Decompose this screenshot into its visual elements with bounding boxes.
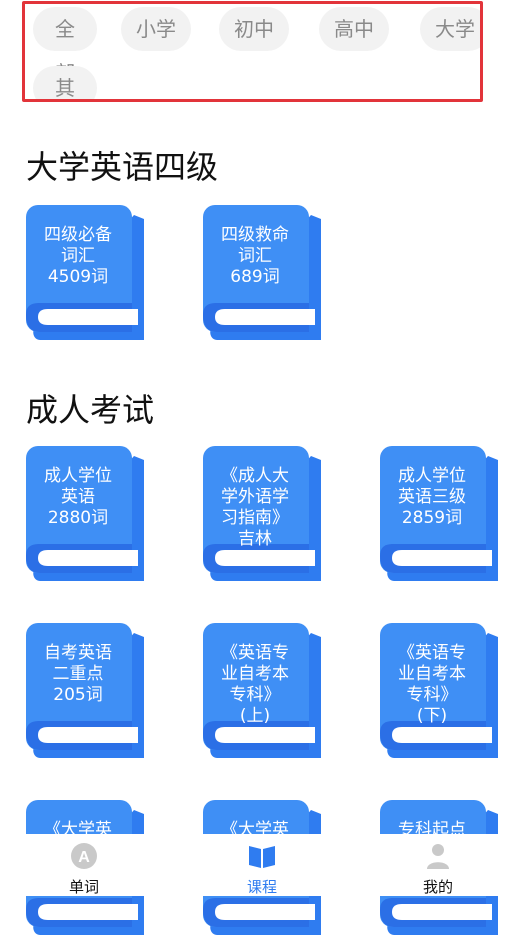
book-cover-icon [26, 623, 144, 758]
svg-text:A: A [78, 849, 90, 866]
tab-mine[interactable]: 我的 [388, 834, 488, 896]
book-card[interactable]: 成人学位 英语 2880词 [26, 446, 144, 581]
filter-chip-junior-high[interactable]: 初中 [219, 7, 289, 51]
book-title: 《英语专 业自考本 专科》 (上) 3952词 [221, 643, 289, 735]
book-cover-icon [203, 205, 321, 340]
book-card[interactable]: 《英语专 业自考本 专科》 (上) 3952词 [203, 623, 321, 758]
section-title-adult-exam: 成人考试 [26, 391, 155, 429]
book-card[interactable]: 四级必备 词汇 4509词 [26, 205, 144, 340]
section-title-cet4: 大学英语四级 [26, 148, 219, 186]
open-book-icon [249, 846, 275, 868]
filter-chip-other[interactable]: 其它 [33, 66, 97, 99]
filter-chip-university[interactable]: 大学 [420, 7, 480, 51]
book-card[interactable]: 《成人大 学外语学 习指南》 吉林 5735词 [203, 446, 321, 581]
book-title: 成人学位 英语三级 2859词 [398, 466, 466, 528]
book-cover-icon [26, 446, 144, 581]
book-title: 四级必备 词汇 4509词 [44, 225, 112, 287]
tab-courses[interactable]: 课程 [212, 834, 312, 896]
filter-chip-all[interactable]: 全部 [33, 7, 97, 85]
category-filter-group: 全部 小学 初中 高中 大学 其它 [22, 1, 483, 102]
book-cover-icon [203, 446, 321, 581]
book-cover-icon [380, 446, 498, 581]
word-a-icon: A [71, 843, 97, 869]
book-cover-icon [380, 623, 498, 758]
book-title: 自考英语 二重点 205词 [44, 643, 112, 705]
book-title: 成人学位 英语 2880词 [44, 466, 112, 528]
tab-courses-label: 课程 [246, 878, 277, 896]
tab-mine-label: 我的 [422, 878, 453, 896]
book-title: 《成人大 学外语学 习指南》 吉林 5735词 [221, 466, 289, 558]
filter-chip-senior-high[interactable]: 高中 [319, 7, 389, 51]
book-card[interactable]: 成人学位 英语三级 2859词 [380, 446, 498, 581]
book-card[interactable]: 《英语专 业自考本 专科》 (下) 3416词 [380, 623, 498, 758]
book-title: 四级救命 词汇 689词 [221, 225, 289, 287]
book-card[interactable]: 自考英语 二重点 205词 [26, 623, 144, 758]
book-cover-icon [26, 205, 144, 340]
book-card[interactable]: 四级救命 词汇 689词 [203, 205, 321, 340]
tab-words[interactable]: A 单词 [34, 834, 134, 896]
filter-chip-primary[interactable]: 小学 [121, 7, 191, 51]
book-title: 《英语专 业自考本 专科》 (下) 3416词 [398, 643, 466, 735]
user-icon [427, 844, 449, 869]
bottom-tab-bar: A 单词 课程 我的 [0, 834, 512, 896]
book-cover-icon [203, 623, 321, 758]
tab-words-label: 单词 [68, 878, 99, 896]
